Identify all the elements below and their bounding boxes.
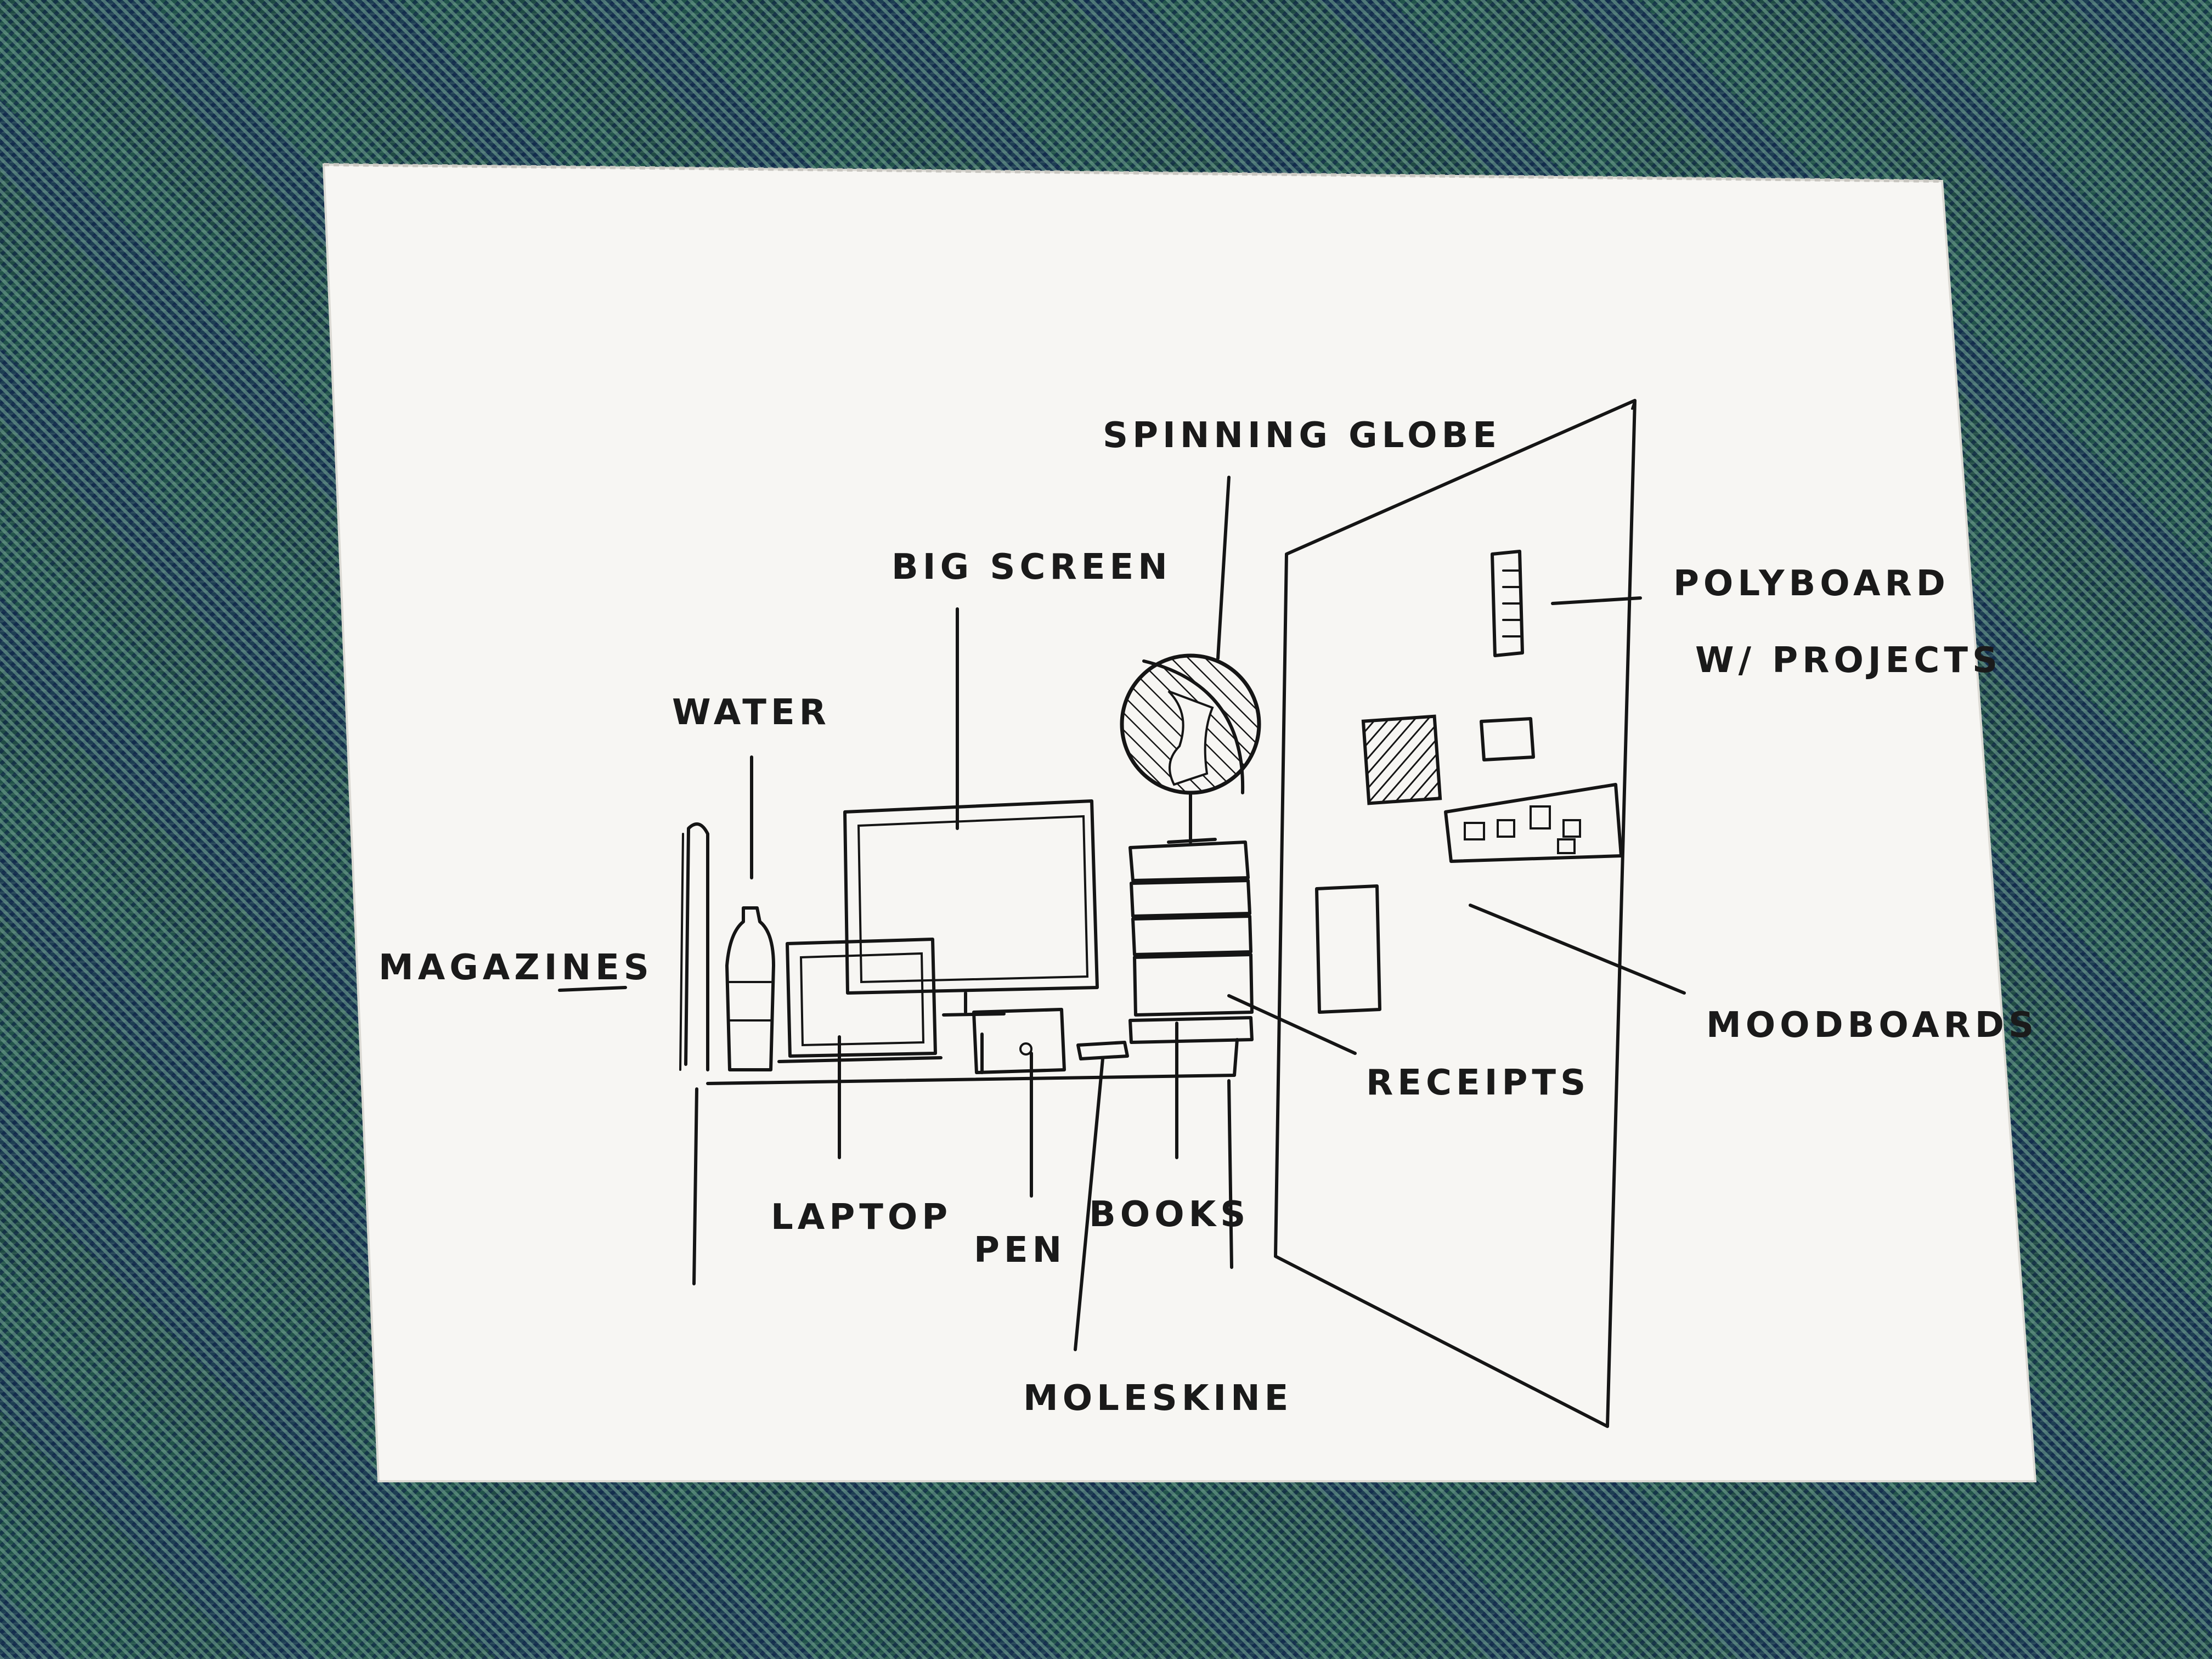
leader-lines: [558, 476, 1686, 1351]
label-moleskine: MOLESKINE: [1023, 1378, 1293, 1419]
label-polyboard: POLYBOARD: [1673, 563, 1950, 604]
label-pen: PEN: [974, 1230, 1066, 1271]
label-polyboard-projects: W/ PROJECTS: [1695, 640, 2002, 681]
moleskine-drawing: [1076, 1041, 1129, 1060]
label-books: BOOKS: [1089, 1194, 1250, 1235]
label-water: WATER: [672, 692, 831, 733]
magazines-drawing: [679, 822, 709, 1071]
books-drawing: [1128, 840, 1254, 1044]
label-spinning-globe: SPINNING GLOBE: [1103, 415, 1501, 456]
water-bottle-drawing: [725, 906, 775, 1071]
label-receipts: RECEIPTS: [1366, 1063, 1590, 1103]
board-panel-drawing: [1274, 399, 1637, 1428]
pen-holder-drawing: [972, 1008, 1066, 1074]
label-moodboards: MOODBOARDS: [1706, 1005, 2038, 1046]
globe-drawing: [1120, 653, 1261, 844]
moodboards-drawing: [1315, 783, 1623, 1014]
polyboard-items-drawing: [1361, 550, 1535, 805]
paper-perforation: [323, 163, 1943, 183]
label-big-screen: BIG SCREEN: [891, 547, 1172, 588]
label-laptop: LAPTOP: [771, 1197, 952, 1238]
laptop-drawing: [777, 938, 943, 1063]
desk-drawing: [692, 1038, 1239, 1285]
label-magazines: MAGAZINES: [379, 947, 653, 988]
paper-sheet: [322, 163, 2037, 1482]
